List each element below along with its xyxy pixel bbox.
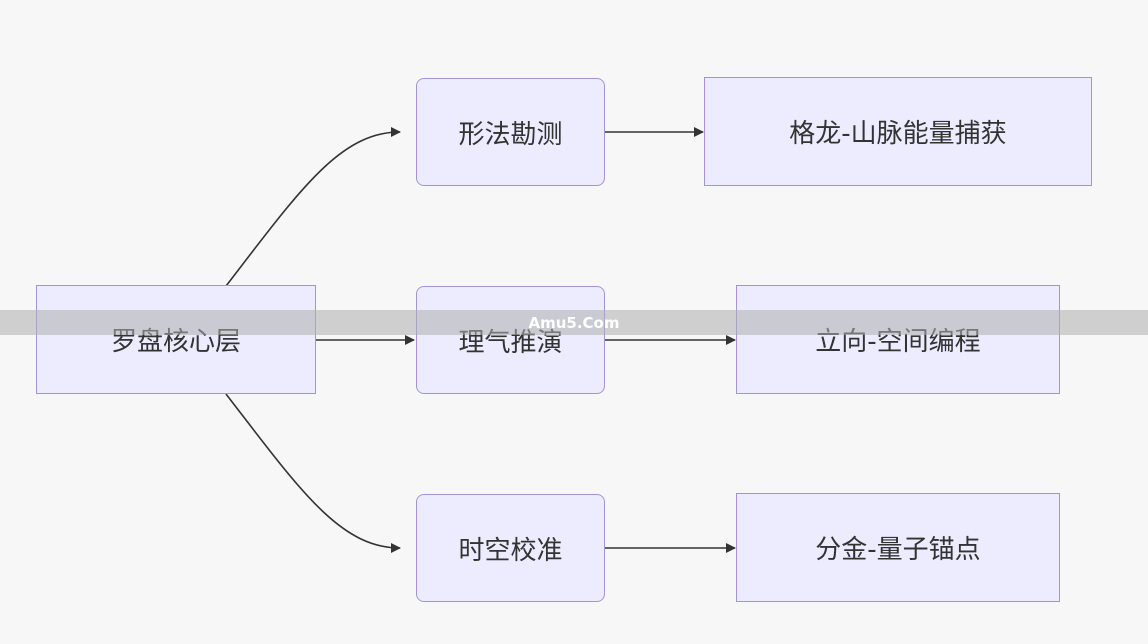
node-lixiang: 立向-空间编程 xyxy=(736,285,1060,394)
node-xingfa-label: 形法勘测 xyxy=(458,119,563,150)
edge-root-to-xingfa xyxy=(225,127,401,287)
edge-root-to-shikong xyxy=(225,393,401,553)
node-gelong-label: 格龙-山脉能量捕获 xyxy=(789,119,1007,149)
node-shikong-label: 时空校准 xyxy=(458,535,563,566)
watermark-band: Amu5.Com xyxy=(0,310,1148,335)
node-gelong: 格龙-山脉能量捕获 xyxy=(704,77,1092,186)
node-fenjin-label: 分金-量子锚点 xyxy=(815,535,981,565)
node-root: 罗盘核心层 xyxy=(36,285,316,394)
node-liqi: 理气推演 xyxy=(416,286,605,394)
watermark-text: Amu5.Com xyxy=(528,313,620,332)
node-fenjin: 分金-量子锚点 xyxy=(736,493,1060,602)
node-xingfa: 形法勘测 xyxy=(416,78,605,186)
node-shikong: 时空校准 xyxy=(416,494,605,602)
